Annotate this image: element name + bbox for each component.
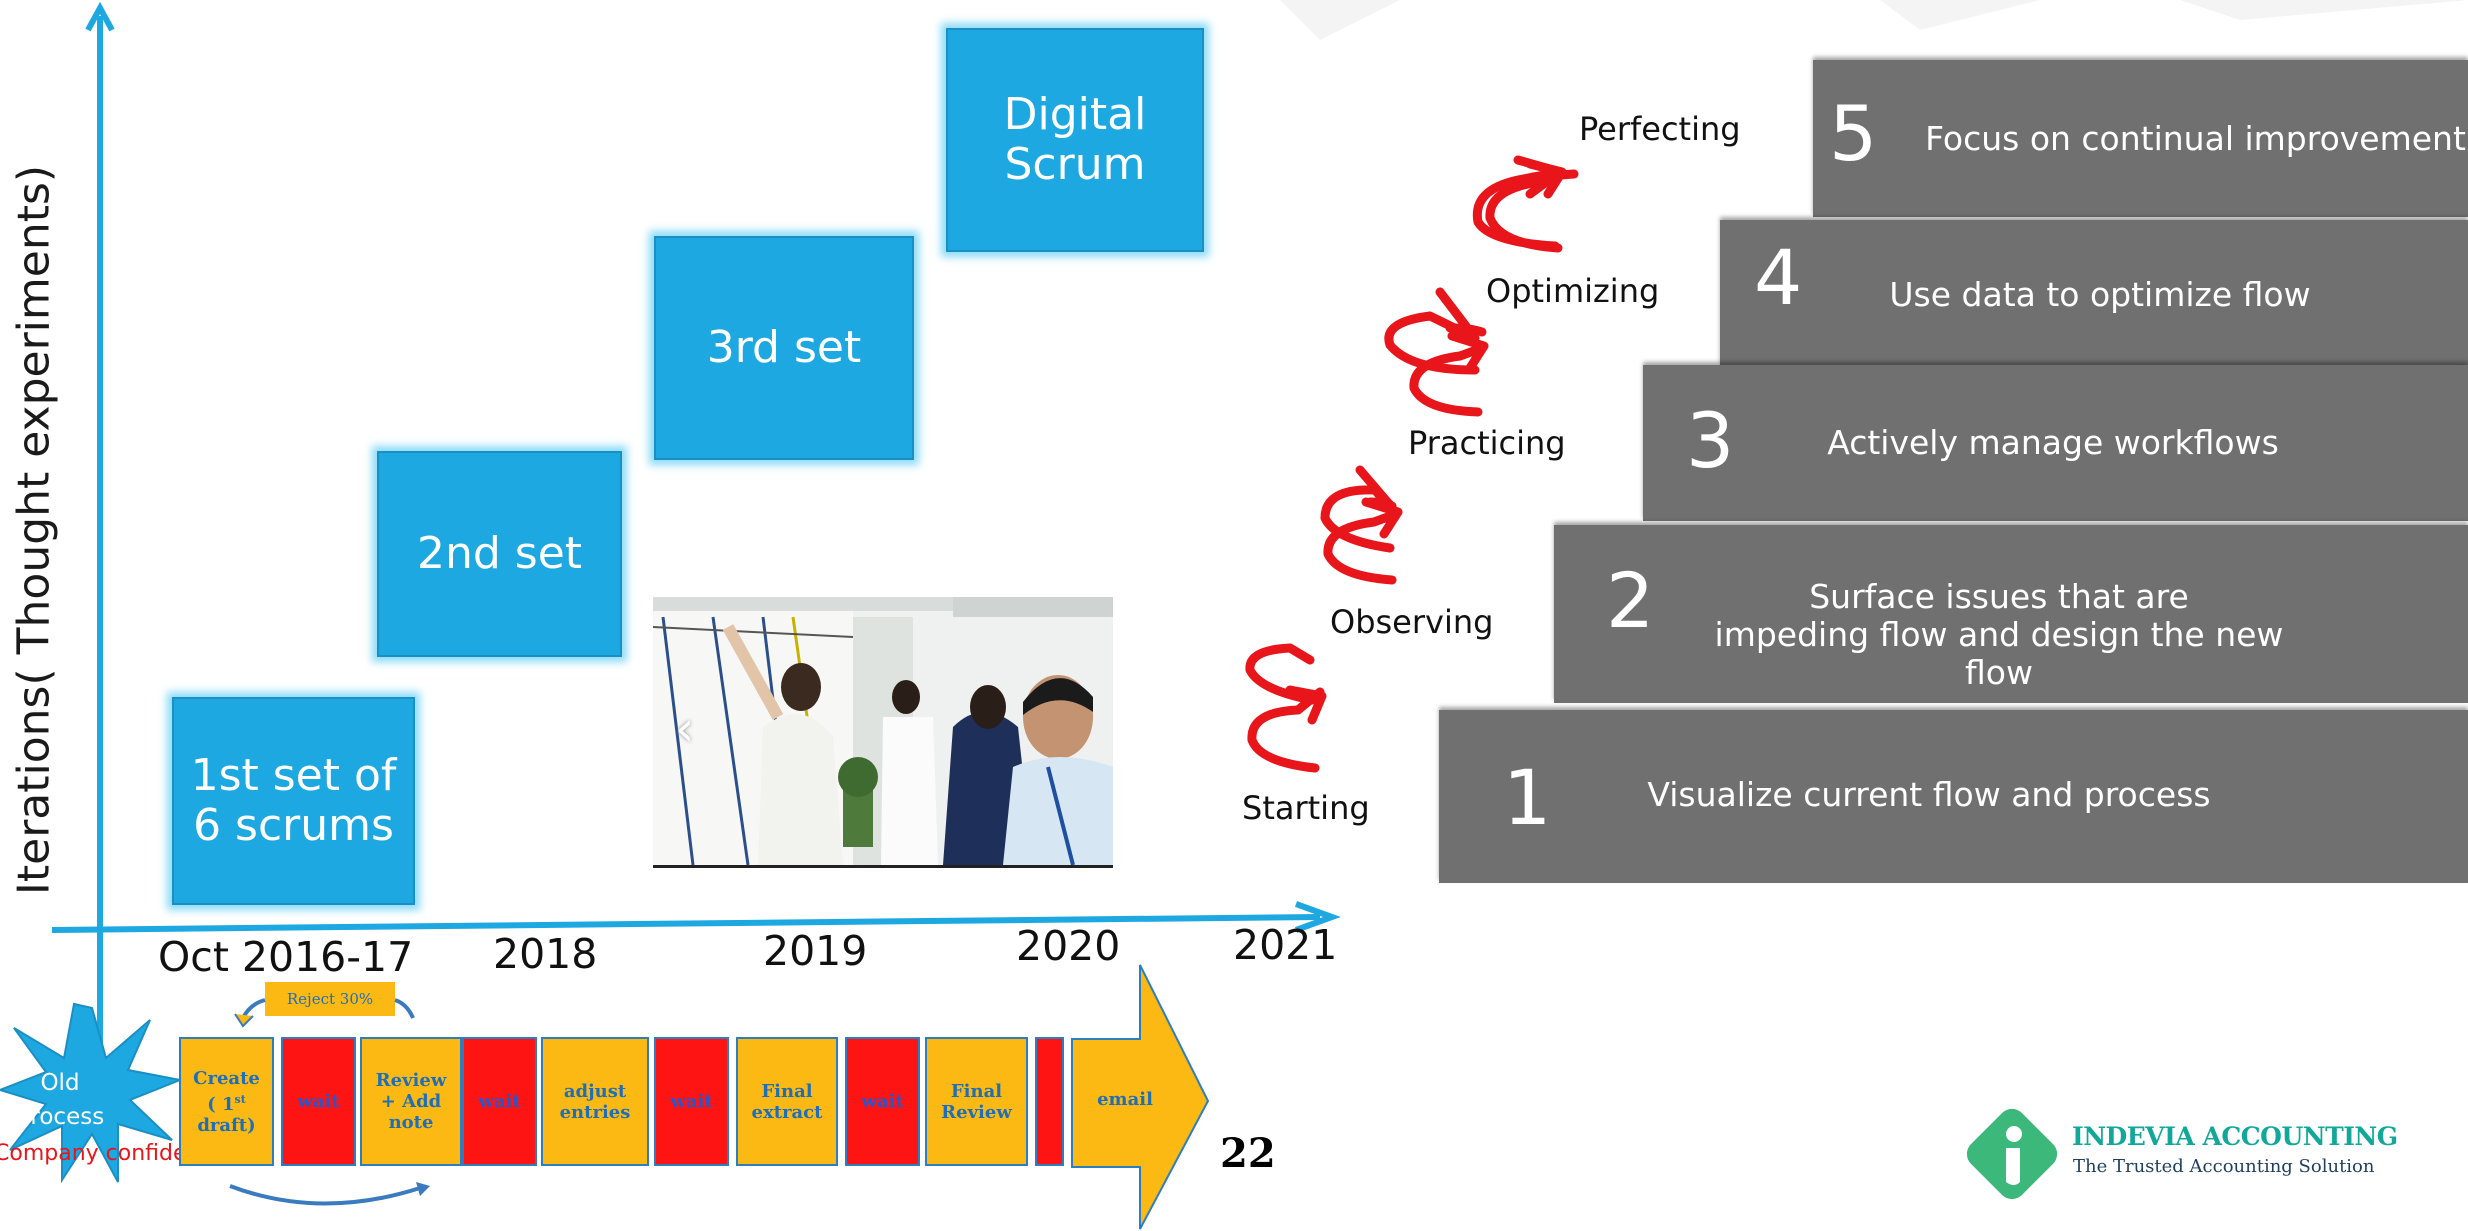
stage-label-starting: Starting xyxy=(1242,789,1370,827)
step-3-number: 3 xyxy=(1686,396,1735,485)
brand-tagline: The Trusted Accounting Solution xyxy=(2073,1156,2375,1177)
background-ornament xyxy=(1280,0,2468,40)
step-1: 1 Visualize current flow and process xyxy=(1439,710,2468,883)
step-5: 5 Focus on continual improvement xyxy=(1813,60,2468,217)
step-4-number: 4 xyxy=(1754,233,1803,322)
process-wait-3: wait xyxy=(654,1037,729,1166)
x-axis xyxy=(51,914,1321,933)
reject-loop-arrows xyxy=(234,998,415,1028)
process-wait-5 xyxy=(1035,1037,1064,1166)
old-process-starburst xyxy=(0,1002,184,1184)
year-label-2020: 2020 xyxy=(1016,922,1121,970)
page-number: 22 xyxy=(1220,1130,1276,1177)
axes xyxy=(51,1,1341,1100)
step-2-number: 2 xyxy=(1606,556,1655,645)
process-email-arrow xyxy=(1071,964,1210,1230)
indevia-logo-icon xyxy=(1966,1108,2058,1200)
year-label-2019: 2019 xyxy=(763,927,868,975)
step-3: 3 Actively manage workflows xyxy=(1643,365,2468,521)
year-label-2018: 2018 xyxy=(493,930,598,978)
step-4-text: Use data to optimize flow xyxy=(1889,275,2311,314)
curl-arrow-observing xyxy=(1245,643,1317,705)
stage-label-observing: Observing xyxy=(1330,603,1494,641)
process-email-label: email xyxy=(1097,1089,1153,1110)
year-label-2016: Oct 2016-17 xyxy=(158,933,414,981)
curl-arrow-practicing-fix xyxy=(1323,497,1403,585)
y-axis-arrowhead xyxy=(85,1,115,32)
step-5-text: Focus on continual improvement xyxy=(1925,119,2466,158)
curl-arrow-perfecting-fix xyxy=(1485,160,1567,253)
stage-label-optimizing: Optimizing xyxy=(1486,272,1660,310)
process-wait-1: wait xyxy=(281,1037,356,1166)
year-label-2021: 2021 xyxy=(1233,921,1338,969)
process-wait-4: wait xyxy=(845,1037,920,1166)
curl-arrow-starting xyxy=(1247,685,1327,773)
x-axis-arrowhead xyxy=(1294,901,1341,933)
team-scrum-photo: ‹ xyxy=(653,597,1113,868)
step-4: 4 Use data to optimize flow xyxy=(1720,220,2468,367)
step-1-number: 1 xyxy=(1503,753,1552,842)
step-1-text: Visualize current flow and process xyxy=(1647,775,2211,814)
step-5-number: 5 xyxy=(1829,89,1878,178)
step-3-text: Actively manage workflows xyxy=(1827,423,2279,462)
rework-loop-arrow xyxy=(229,1182,430,1206)
reject-label: Reject 30% xyxy=(265,982,395,1016)
scrum-box-3rd-set: 3rd set xyxy=(654,236,914,460)
process-wait-2: wait xyxy=(462,1037,537,1166)
brand-name: INDEVIA ACCOUNTING xyxy=(2072,1122,2398,1151)
stage-label-perfecting: Perfecting xyxy=(1579,110,1741,148)
photo-prev-button[interactable]: ‹ xyxy=(675,701,695,757)
stage-label-practicing: Practicing xyxy=(1408,424,1566,462)
confidential-text: Company confide xyxy=(0,1141,179,1166)
scrum-box-2nd-set: 2nd set xyxy=(377,451,622,657)
curl-arrow-optimizing-fix xyxy=(1409,331,1489,417)
